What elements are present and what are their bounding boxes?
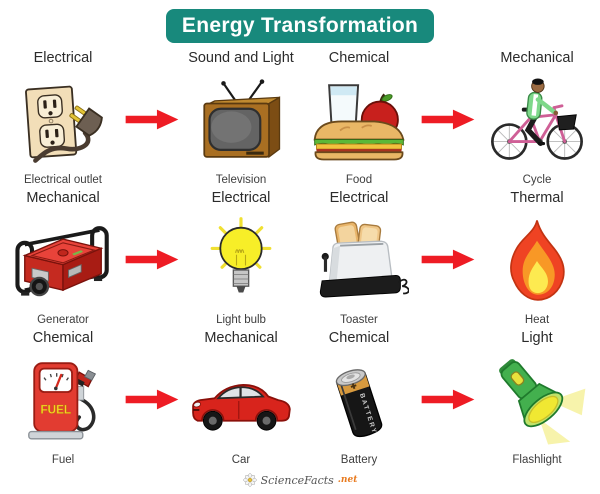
flashlight-icon (499, 358, 586, 444)
arrow-right-icon (122, 49, 182, 189)
transformation-pair-food-cycle: Chemical (300, 49, 596, 189)
arrow-right-icon (418, 189, 478, 329)
item-caption: Battery (340, 454, 378, 466)
icon-box (309, 67, 409, 174)
item-caption: Electrical outlet (24, 174, 102, 186)
arrow-right-icon (418, 49, 478, 189)
energy-type-label: Mechanical (204, 330, 278, 346)
energy-type-label: Mechanical (26, 190, 100, 206)
transformation-pair-battery-flashlight: Chemical (300, 329, 596, 469)
television-icon (203, 78, 281, 158)
arrow-right-icon (122, 189, 182, 329)
icon-box (17, 67, 109, 174)
flower-logo-icon (243, 473, 257, 487)
energy-type-label: Electrical (33, 50, 93, 66)
icon-box (499, 207, 575, 314)
icon-box (309, 207, 409, 314)
icon-box (196, 207, 286, 314)
transformation-pair-fuel-car: Chemical (4, 329, 300, 469)
energy-item-food: Chemical (300, 49, 418, 189)
item-caption: Heat (524, 314, 550, 326)
diagram-grid: Electrical (0, 43, 600, 469)
transformation-pair-generator-bulb: Mechanical (4, 189, 300, 329)
icon-box: BATTERY (315, 347, 403, 454)
flame-icon (510, 219, 565, 301)
fuel-pump-icon: FUEL (28, 361, 97, 439)
light-bulb-icon (210, 216, 272, 292)
energy-item-television: Sound and Light Television (182, 49, 300, 189)
energy-type-label: Thermal (510, 190, 564, 206)
battery-icon: BATTERY (335, 368, 383, 437)
energy-item-electrical-outlet: Electrical (4, 49, 122, 189)
energy-type-label: Light (521, 330, 553, 346)
item-caption: Flashlight (512, 454, 562, 466)
bicycle-icon (491, 78, 583, 160)
electrical-outlet-icon (25, 85, 103, 163)
icon-box (12, 207, 114, 314)
icon-box (185, 347, 297, 454)
icon-box: FUEL (18, 347, 108, 454)
arrow-right-icon (122, 329, 182, 469)
item-caption: Light bulb (216, 314, 266, 326)
energy-item-car: Mechanical Car (182, 329, 300, 469)
item-caption: Toaster (340, 314, 378, 326)
fuel-pump-label: FUEL (41, 403, 72, 416)
energy-item-battery: Chemical (300, 329, 418, 469)
energy-item-light-bulb: Electrical (182, 189, 300, 329)
generator-icon (15, 225, 109, 296)
header: Energy Transformation (0, 0, 600, 43)
row-3: Chemical (4, 329, 596, 469)
page-title: Energy Transformation (165, 9, 435, 43)
energy-type-label: Electrical (211, 190, 271, 206)
watermark-suffix: .net (337, 475, 358, 485)
energy-item-cycle: Mechanical (478, 49, 596, 189)
arrow-right-icon (418, 329, 478, 469)
energy-item-flashlight: Light Flas (478, 329, 596, 469)
energy-type-label: Chemical (328, 330, 390, 346)
toaster-icon (319, 221, 409, 297)
watermark-brand: ScienceFacts (260, 473, 334, 487)
energy-item-fuel: Chemical (4, 329, 122, 469)
item-caption: Cycle (522, 174, 552, 186)
item-caption: Food (345, 174, 373, 186)
energy-type-label: Sound and Light (188, 50, 294, 66)
energy-type-label: Chemical (328, 50, 390, 66)
row-1: Electrical (4, 49, 596, 189)
car-icon (192, 383, 291, 431)
transformation-pair-toaster-heat: Electrical (300, 189, 596, 329)
energy-item-generator: Mechanical (4, 189, 122, 329)
row-2: Mechanical (4, 189, 596, 329)
item-caption: Fuel (51, 454, 75, 466)
icon-box (487, 67, 587, 174)
energy-item-heat: Thermal Heat (478, 189, 596, 329)
item-caption: Car (231, 454, 251, 466)
watermark: ScienceFacts .net (0, 472, 600, 488)
icon-box (486, 347, 588, 454)
food-icon (313, 83, 405, 160)
icon-box (192, 67, 290, 174)
energy-type-label: Chemical (32, 330, 94, 346)
energy-type-label: Mechanical (500, 50, 574, 66)
item-caption: Generator (37, 314, 89, 326)
energy-item-toaster: Electrical (300, 189, 418, 329)
item-caption: Television (215, 174, 267, 186)
energy-type-label: Electrical (329, 190, 389, 206)
transformation-pair-outlet-tv: Electrical (4, 49, 300, 189)
